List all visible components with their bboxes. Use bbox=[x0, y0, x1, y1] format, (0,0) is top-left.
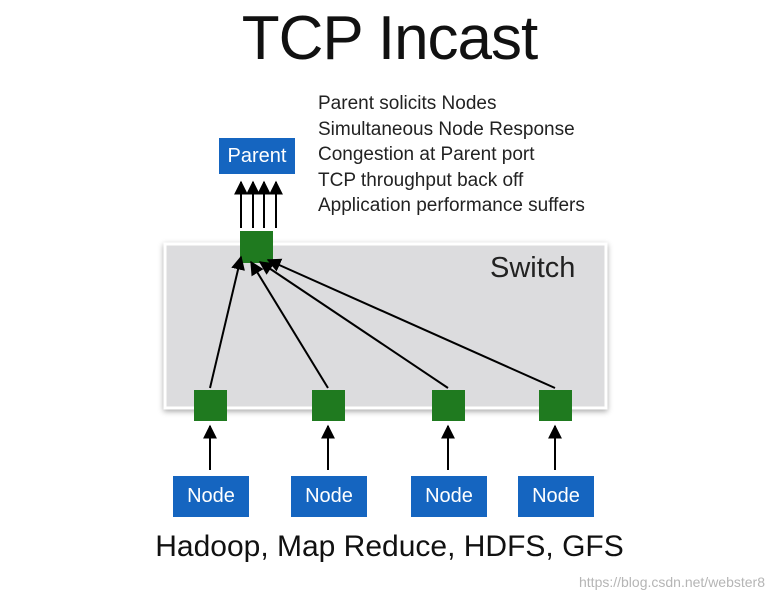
node-box-3 bbox=[411, 476, 487, 517]
bullet-item: Congestion at Parent port bbox=[318, 144, 535, 165]
incast-arrow bbox=[258, 261, 449, 389]
bullet-list: Parent solicits Nodes Simultaneous Node … bbox=[318, 91, 585, 219]
node-port-1 bbox=[194, 390, 227, 421]
incast-arrow bbox=[266, 258, 556, 389]
node-port-2 bbox=[312, 390, 345, 421]
node-label-4: Node bbox=[532, 485, 580, 507]
node-box-2 bbox=[291, 476, 367, 517]
bullet-item: Application performance suffers bbox=[318, 195, 585, 216]
node-label-1: Node bbox=[187, 485, 235, 507]
footer-caption: Hadoop, Map Reduce, HDFS, GFS bbox=[155, 530, 624, 563]
node-box-1 bbox=[173, 476, 249, 517]
parent-label: Parent bbox=[227, 144, 287, 167]
node-port-4 bbox=[539, 390, 572, 421]
node-box-4 bbox=[518, 476, 594, 517]
parent-port bbox=[240, 231, 273, 263]
bullet-item: Simultaneous Node Response bbox=[318, 118, 575, 140]
parent-box bbox=[219, 138, 295, 174]
incast-arrow bbox=[250, 260, 329, 389]
switch-label: Switch bbox=[490, 252, 576, 284]
watermark: https://blog.csdn.net/webster8 bbox=[579, 574, 765, 590]
diagram-title: TCP Incast bbox=[241, 4, 539, 73]
node-label-2: Node bbox=[305, 485, 353, 507]
node-label-3: Node bbox=[425, 485, 473, 507]
node-port-3 bbox=[432, 390, 465, 421]
bullet-item: Parent solicits Nodes bbox=[318, 93, 497, 114]
incast-arrow bbox=[209, 255, 245, 389]
bullet-item: TCP throughput back off bbox=[318, 169, 524, 191]
